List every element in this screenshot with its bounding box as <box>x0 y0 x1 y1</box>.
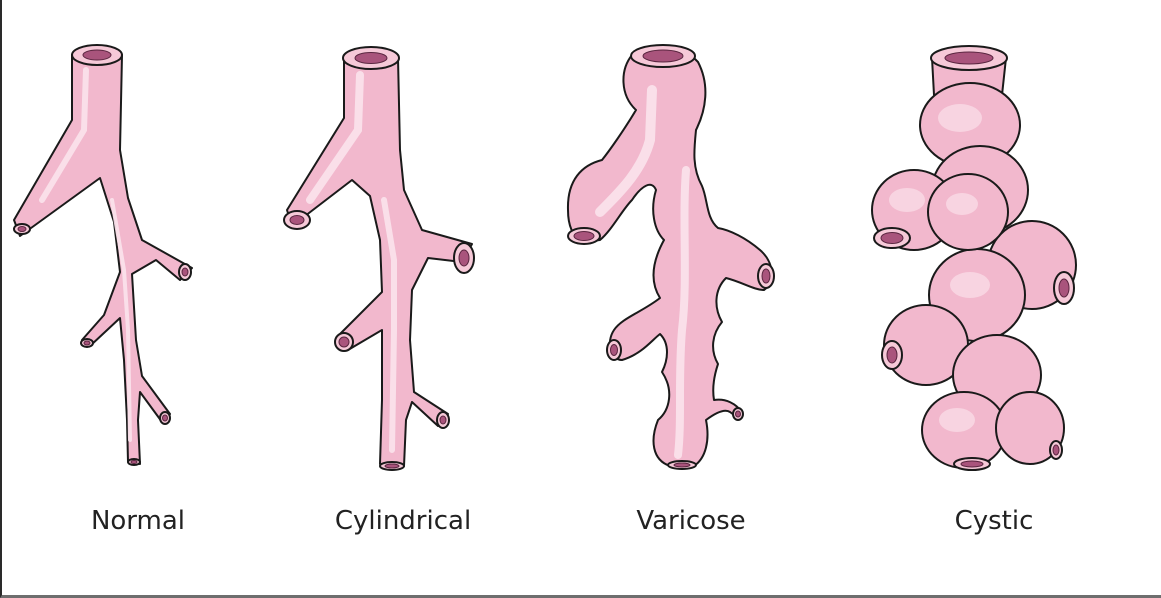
normal-airway <box>14 45 192 465</box>
varicose-airway-tube <box>568 55 772 466</box>
varicose-airway <box>568 45 774 469</box>
label-cylindrical: Cylindrical <box>293 506 513 536</box>
label-normal: Normal <box>28 506 248 536</box>
normal-airway-tube <box>14 55 192 464</box>
cylindrical-airway-tube <box>287 58 472 466</box>
cylindrical-airway <box>284 47 474 470</box>
label-varicose: Varicose <box>581 506 801 536</box>
cystic-airway <box>872 46 1076 470</box>
label-cystic: Cystic <box>884 506 1104 536</box>
